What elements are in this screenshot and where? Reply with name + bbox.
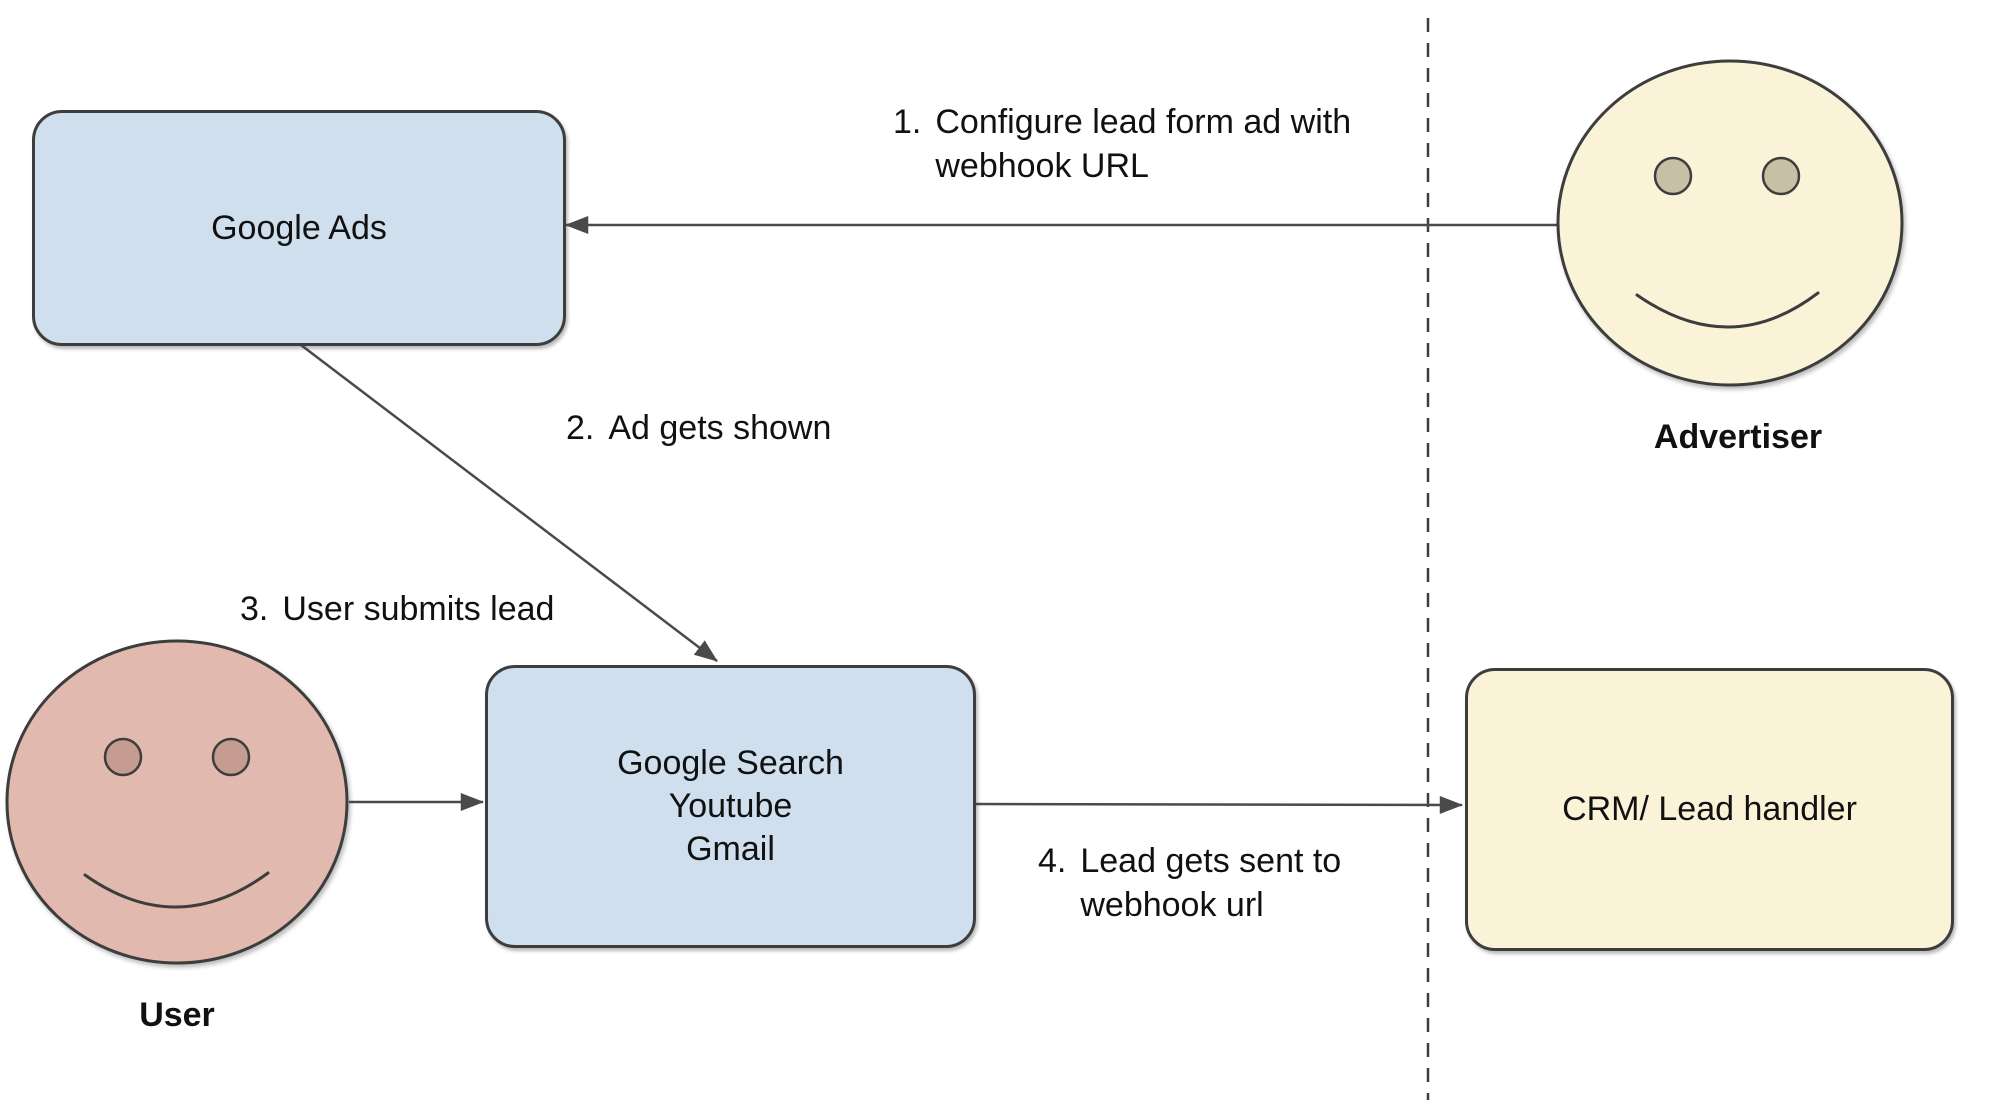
user-eye-right-icon — [211, 737, 251, 777]
user-avatar — [5, 639, 349, 965]
step-1-line-1: Configure lead form ad with — [935, 103, 1352, 141]
step-3-line-1: User submits lead — [282, 590, 555, 628]
advertiser-avatar — [1556, 59, 1904, 387]
surface-google-search: Google Search — [617, 744, 844, 783]
step-2-line-1: Ad gets shown — [608, 409, 832, 447]
google-ads-label: Google Ads — [211, 208, 387, 247]
surface-youtube: Youtube — [668, 787, 793, 826]
advertiser-face-icon — [1556, 59, 1904, 387]
step-3-text: User submits lead — [282, 587, 554, 631]
step-3-number: 3. — [240, 590, 269, 628]
user-smile-icon — [83, 871, 270, 909]
advertiser-smile-icon — [1635, 291, 1820, 329]
step-2-number: 2. — [566, 409, 595, 447]
google-surfaces-label: Google Search Youtube Gmail — [617, 742, 844, 870]
crm-label: CRM/ Lead handler — [1562, 790, 1857, 829]
crm-lead-handler-node: CRM/ Lead handler — [1465, 668, 1954, 951]
step-1-text: Configure lead form ad with webhook URL — [935, 100, 1351, 188]
arrow-step-2-google-ads-to-surfaces — [296, 341, 718, 662]
step-label-4: 4. Lead gets sent to webhook url — [1038, 839, 1341, 927]
step-4-number: 4. — [1038, 842, 1067, 880]
step-4-line-2: webhook url — [1080, 886, 1264, 925]
user-face-icon — [5, 639, 349, 965]
step-4-line-1: Lead gets sent to — [1080, 842, 1342, 880]
surface-gmail: Gmail — [686, 829, 775, 868]
step-1-number: 1. — [893, 103, 922, 141]
google-surfaces-node: Google Search Youtube Gmail — [485, 665, 976, 948]
user-eye-left-icon — [103, 737, 143, 777]
advertiser-caption: Advertiser — [1653, 418, 1823, 456]
advertiser-eye-left-icon — [1653, 156, 1693, 196]
user-caption: User — [139, 996, 215, 1034]
arrow-step-4-surfaces-to-crm — [971, 795, 1464, 814]
step-label-2: 2. Ad gets shown — [566, 406, 831, 450]
step-2-text: Ad gets shown — [608, 406, 831, 450]
step-label-1: 1. Configure lead form ad with webhook U… — [893, 100, 1351, 188]
step-label-3: 3. User submits lead — [240, 587, 554, 631]
step-1-line-2: webhook URL — [935, 147, 1149, 186]
advertiser-eye-right-icon — [1761, 156, 1801, 196]
google-ads-node: Google Ads — [32, 110, 566, 346]
step-4-text: Lead gets sent to webhook url — [1080, 839, 1341, 927]
